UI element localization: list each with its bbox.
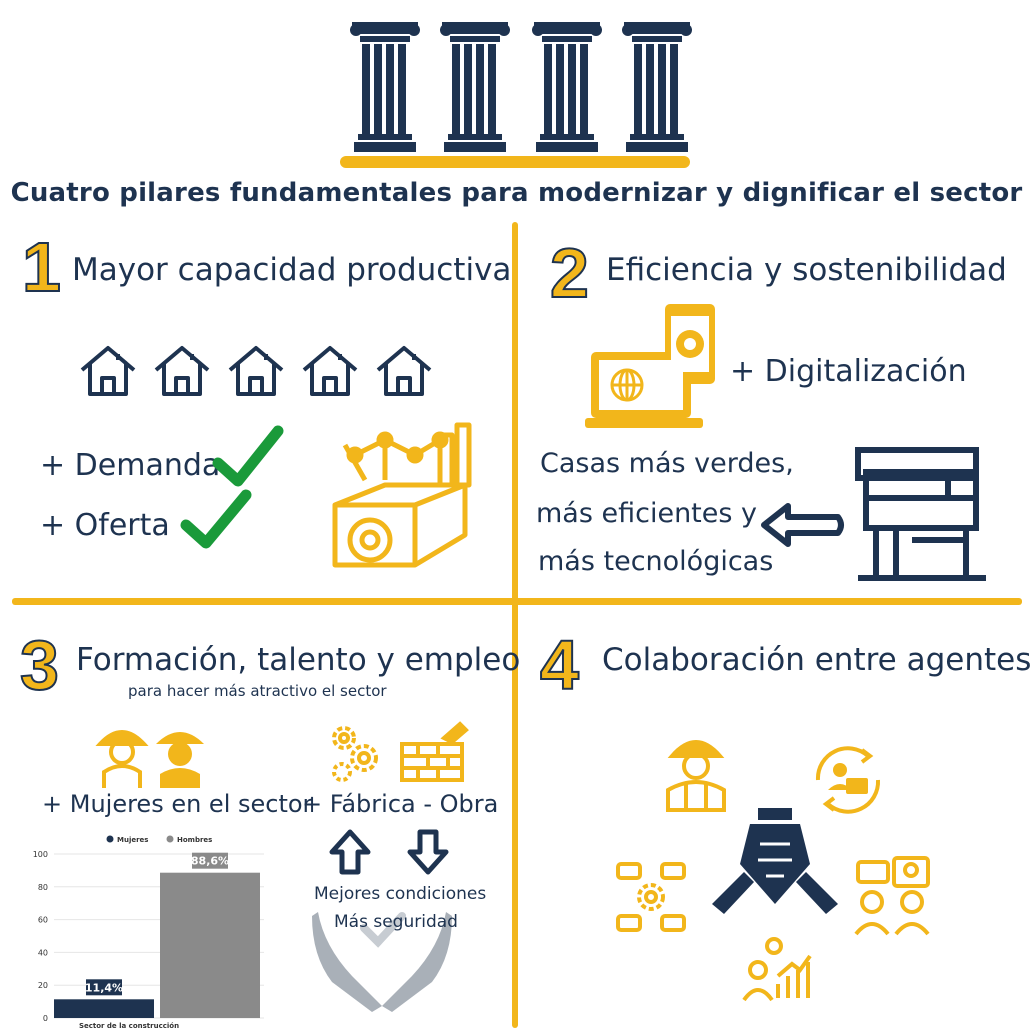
y-tick-label: 80 (38, 883, 48, 892)
data-label: 88,6% (191, 855, 229, 868)
building-icon (855, 447, 986, 581)
pillar-3-subheading: para hacer más atractivo el sector (128, 682, 387, 700)
brick-wall-icon (400, 721, 469, 782)
bar-mujeres (54, 999, 154, 1018)
idea-chat-icon (854, 856, 930, 936)
arrow-down-icon (407, 829, 449, 875)
pillar-3-heading: Formación, talento y empleo (76, 642, 521, 678)
pillar-1-heading: Mayor capacidad productiva (72, 252, 512, 288)
more-safety-label: Más seguridad (334, 912, 458, 932)
green-homes-line1: Casas más verdes, (540, 448, 794, 479)
hands-check-icon (312, 912, 452, 1012)
data-label-bg (192, 852, 228, 869)
page-title: Cuatro pilares fundamentales para modern… (10, 178, 1023, 208)
factory-site-label: + Fábrica - Obra (302, 790, 499, 818)
supply-label: + Oferta (40, 508, 170, 543)
horizontal-divider (12, 598, 1022, 605)
pillar-4-number: 4 (539, 626, 580, 704)
women-label: + Mujeres en el sector (42, 790, 313, 818)
hands-together-icon (712, 808, 838, 914)
pillar-3-number: 3 (19, 626, 60, 704)
legend-marker (106, 835, 114, 843)
y-tick-label: 20 (38, 981, 48, 990)
arrow-left-icon (761, 503, 844, 547)
green-homes-line3: más tecnológicas (538, 546, 774, 577)
data-label: 11,4% (85, 981, 123, 994)
factory-icon (332, 422, 472, 568)
digital-label: + Digitalización (730, 354, 967, 389)
growth-icon (742, 937, 812, 1002)
women-men-bar-chart: 0 20 40 60 80 100 Mujeres Hombres 11,4% 88,6% Sect… (33, 835, 264, 1030)
data-label-bg (86, 979, 122, 996)
green-homes-line2: más eficientes y (536, 498, 758, 529)
female-worker-icon (95, 730, 204, 788)
pillar-1-number: 1 (21, 228, 62, 306)
legend-label: Hombres (177, 836, 212, 844)
bar-hombres (160, 872, 260, 1018)
legend-label: Mujeres (117, 836, 148, 844)
y-tick-label: 100 (33, 850, 48, 859)
worker-icon (666, 740, 726, 812)
vertical-divider (512, 222, 518, 1028)
check-icon (180, 425, 284, 549)
y-tick-label: 0 (43, 1014, 48, 1023)
house-icon (80, 346, 432, 396)
pillar-2-number: 2 (549, 234, 590, 312)
business-cycle-icon (815, 746, 881, 814)
pillar-4-heading: Colaboración entre agentes (602, 642, 1032, 678)
pillar-2-heading: Eficiencia y sostenibilidad (606, 252, 1007, 288)
gears-icon (332, 726, 378, 782)
better-conditions-label: Mejores condiciones (314, 884, 487, 904)
x-axis-label: Sector de la construcción (79, 1022, 179, 1030)
y-tick-label: 60 (38, 916, 48, 925)
y-tick-label: 40 (38, 948, 48, 957)
laptop-icon (585, 304, 715, 428)
demand-label: + Demanda (40, 448, 221, 483)
network-gear-icon (616, 862, 686, 932)
arrow-up-icon (329, 829, 371, 875)
legend-marker (166, 835, 174, 843)
columns-icon (340, 22, 692, 168)
